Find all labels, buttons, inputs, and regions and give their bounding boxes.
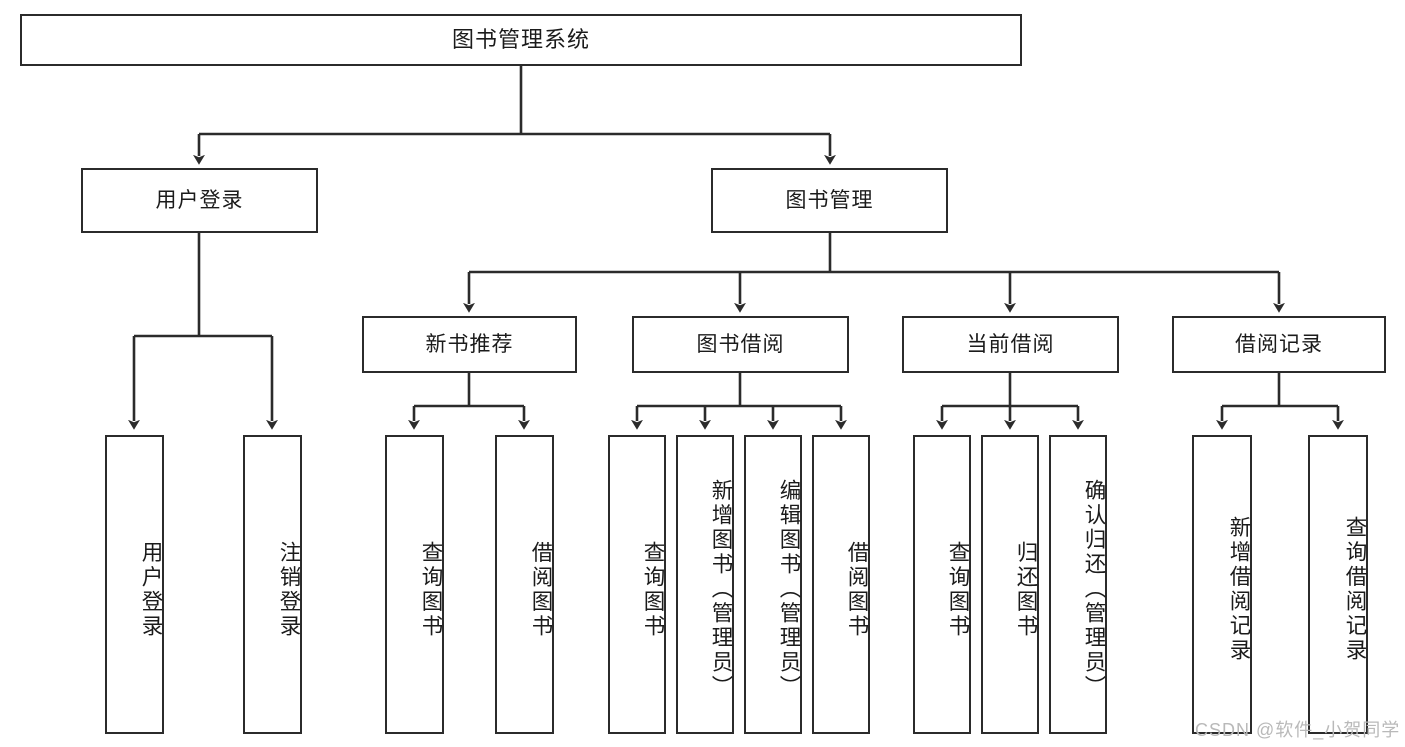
node-new-book-rec-label: 新书推荐 [425, 332, 514, 356]
node-book-manage-label: 图书管理 [785, 188, 874, 212]
node-leaf-confirm-return-label: 确认归还（管理员） [1082, 479, 1106, 700]
node-leaf-query-book-3-label: 查询图书 [946, 540, 970, 639]
node-book-borrow[interactable]: 图书借阅 [632, 316, 849, 373]
node-leaf-query-record-label: 查询借阅记录 [1343, 516, 1367, 663]
node-leaf-edit-book[interactable]: 编辑图书（管理员） [744, 435, 802, 734]
node-leaf-query-book-2-label: 查询图书 [641, 540, 665, 639]
node-leaf-borrow-book-1-label: 借阅图书 [529, 540, 553, 639]
node-new-book-rec[interactable]: 新书推荐 [362, 316, 577, 373]
node-root[interactable]: 图书管理系统 [20, 14, 1022, 66]
node-leaf-add-book[interactable]: 新增图书（管理员） [676, 435, 734, 734]
node-leaf-return-book-label: 归还图书 [1014, 540, 1038, 639]
node-current-borrow-label: 当前借阅 [966, 332, 1055, 356]
node-book-borrow-label: 图书借阅 [696, 332, 785, 356]
node-leaf-query-book-2[interactable]: 查询图书 [608, 435, 666, 734]
node-leaf-borrow-book-2-label: 借阅图书 [845, 540, 869, 639]
node-root-label: 图书管理系统 [451, 26, 590, 52]
node-leaf-user-login[interactable]: 用户登录 [105, 435, 164, 734]
node-leaf-confirm-return[interactable]: 确认归还（管理员） [1049, 435, 1107, 734]
node-leaf-query-book-1[interactable]: 查询图书 [385, 435, 444, 734]
node-leaf-add-book-label: 新增图书（管理员） [709, 479, 733, 700]
node-leaf-query-book-3[interactable]: 查询图书 [913, 435, 971, 734]
node-leaf-borrow-book-1[interactable]: 借阅图书 [495, 435, 554, 734]
node-leaf-logout-label: 注销登录 [277, 540, 301, 639]
node-user-login[interactable]: 用户登录 [81, 168, 318, 233]
node-borrow-record-label: 借阅记录 [1235, 332, 1323, 356]
node-leaf-add-record[interactable]: 新增借阅记录 [1192, 435, 1252, 734]
node-leaf-logout[interactable]: 注销登录 [243, 435, 302, 734]
node-current-borrow[interactable]: 当前借阅 [902, 316, 1119, 373]
node-leaf-return-book[interactable]: 归还图书 [981, 435, 1039, 734]
node-book-manage[interactable]: 图书管理 [711, 168, 948, 233]
node-leaf-query-record[interactable]: 查询借阅记录 [1308, 435, 1368, 734]
watermark: CSDN @软件_小贺同学 [1195, 720, 1401, 740]
node-user-login-label: 用户登录 [155, 188, 244, 212]
node-leaf-borrow-book-2[interactable]: 借阅图书 [812, 435, 870, 734]
node-leaf-edit-book-label: 编辑图书（管理员） [777, 479, 801, 700]
node-leaf-add-record-label: 新增借阅记录 [1227, 516, 1251, 663]
node-leaf-user-login-label: 用户登录 [139, 540, 163, 639]
node-borrow-record[interactable]: 借阅记录 [1172, 316, 1386, 373]
node-leaf-query-book-1-label: 查询图书 [419, 540, 443, 639]
